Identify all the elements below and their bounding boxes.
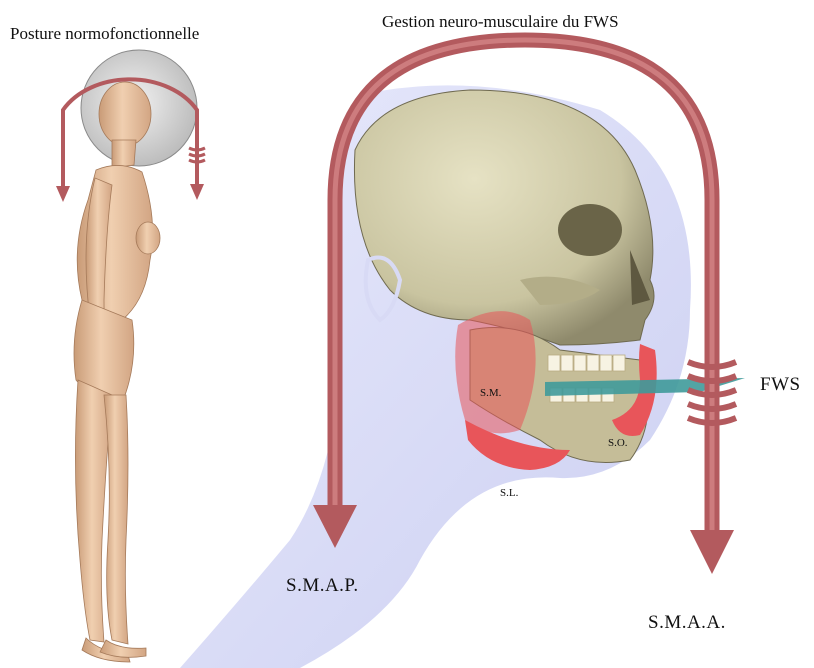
- smap-label: S.M.A.P.: [286, 575, 359, 597]
- sl-label: S.L.: [500, 487, 518, 499]
- left-arrowhead-back: [56, 186, 70, 202]
- sm-label: S.M.: [480, 387, 501, 399]
- left-arrowhead-front: [190, 184, 204, 200]
- smaa-label: S.M.A.A.: [648, 612, 726, 634]
- left-figure-title: Posture normofonctionnelle: [10, 24, 199, 44]
- human-figure: [74, 82, 160, 662]
- so-label: S.O.: [608, 437, 628, 449]
- smaa-arrowhead: [690, 530, 734, 574]
- fws-label: FWS: [760, 374, 801, 396]
- right-figure-title: Gestion neuro-musculaire du FWS: [382, 12, 619, 32]
- masseter-muscle: [455, 311, 535, 433]
